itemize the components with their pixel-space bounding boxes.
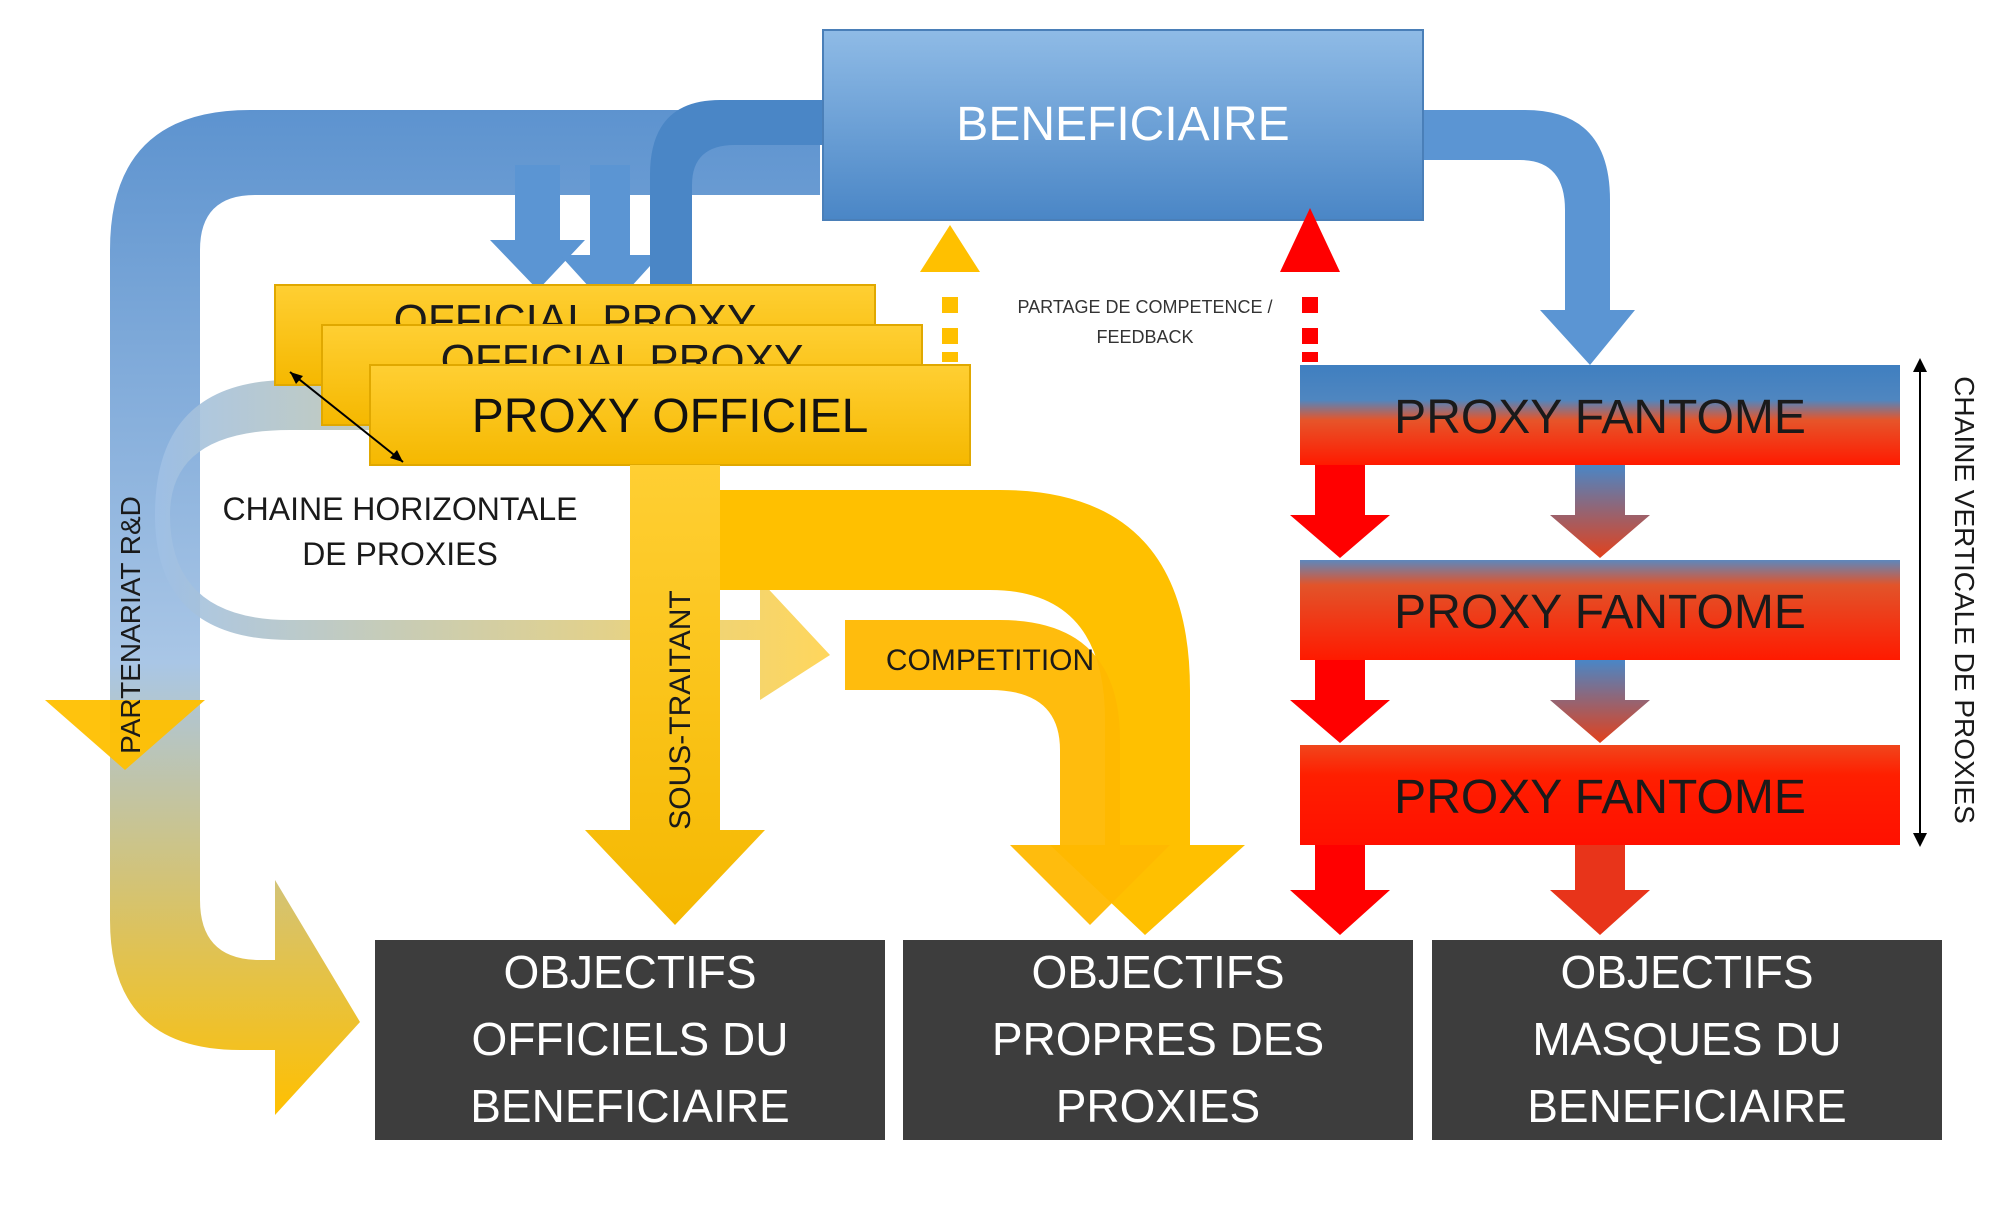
objective-line: BENEFICIAIRE <box>470 1080 790 1132</box>
subcontractor-label: SOUS-TRAITANT <box>664 590 697 829</box>
objective-line: OBJECTIFS <box>1560 946 1813 998</box>
objective-line: OBJECTIFS <box>503 946 756 998</box>
partnership-label: PARTENARIAT R&D <box>115 496 146 754</box>
beneficiary-label: BENEFICIAIRE <box>956 98 1289 151</box>
ghost-proxy-label: PROXY FANTOME <box>1394 586 1806 639</box>
objective-box-2: OBJECTIFS PROPRES DES PROXIES <box>903 940 1413 1140</box>
objective-box-3: OBJECTIFS MASQUES DU BENEFICIAIRE <box>1432 940 1942 1140</box>
objective-box-1: OBJECTIFS OFFICIELS DU BENEFICIAIRE <box>375 940 885 1140</box>
feedback-label-1: PARTAGE DE COMPETENCE / <box>1017 297 1272 317</box>
objective-line: BENEFICIAIRE <box>1527 1080 1847 1132</box>
objective-line: MASQUES DU <box>1532 1013 1841 1065</box>
official-proxy-stack: OFFICIAL PROXY OFFICIAL PROXY PROXY OFFI… <box>274 284 971 466</box>
horizontal-chain-marker <box>289 371 404 463</box>
blue-arrow-to-ghost <box>1420 110 1635 365</box>
horizontal-chain-label-2: DE PROXIES <box>302 536 498 572</box>
ghost-proxy-3: PROXY FANTOME <box>1300 745 1900 845</box>
red-chain-arrows <box>1290 465 1650 935</box>
objective-line: OFFICIELS DU <box>472 1013 789 1065</box>
competition-arrow <box>720 490 1245 935</box>
objective-line: PROPRES DES <box>992 1013 1324 1065</box>
ghost-proxy-2: PROXY FANTOME <box>1300 560 1900 660</box>
vertical-chain-label: CHAINE VERTICALE DE PROXIES <box>1949 376 1980 824</box>
objective-line: PROXIES <box>1056 1080 1261 1132</box>
ghost-proxy-1: PROXY FANTOME <box>1300 365 1900 465</box>
vertical-chain-indicator: CHAINE VERTICALE DE PROXIES <box>1913 358 1980 847</box>
feedback-arrows <box>920 208 1340 362</box>
official-proxy-box <box>369 364 971 466</box>
feedback-label-2: FEEDBACK <box>1096 327 1193 347</box>
official-proxy-label: PROXY OFFICIEL <box>472 390 869 443</box>
horizontal-chain-label-1: CHAINE HORIZONTALE <box>223 491 578 527</box>
beneficiary-box: BENEFICIAIRE <box>822 29 1424 221</box>
partnership-arrow <box>45 110 820 1115</box>
objective-line: OBJECTIFS <box>1031 946 1284 998</box>
competition-label: COMPETITION <box>886 644 1094 677</box>
ghost-proxy-label: PROXY FANTOME <box>1394 771 1806 824</box>
ghost-proxy-label: PROXY FANTOME <box>1394 391 1806 444</box>
